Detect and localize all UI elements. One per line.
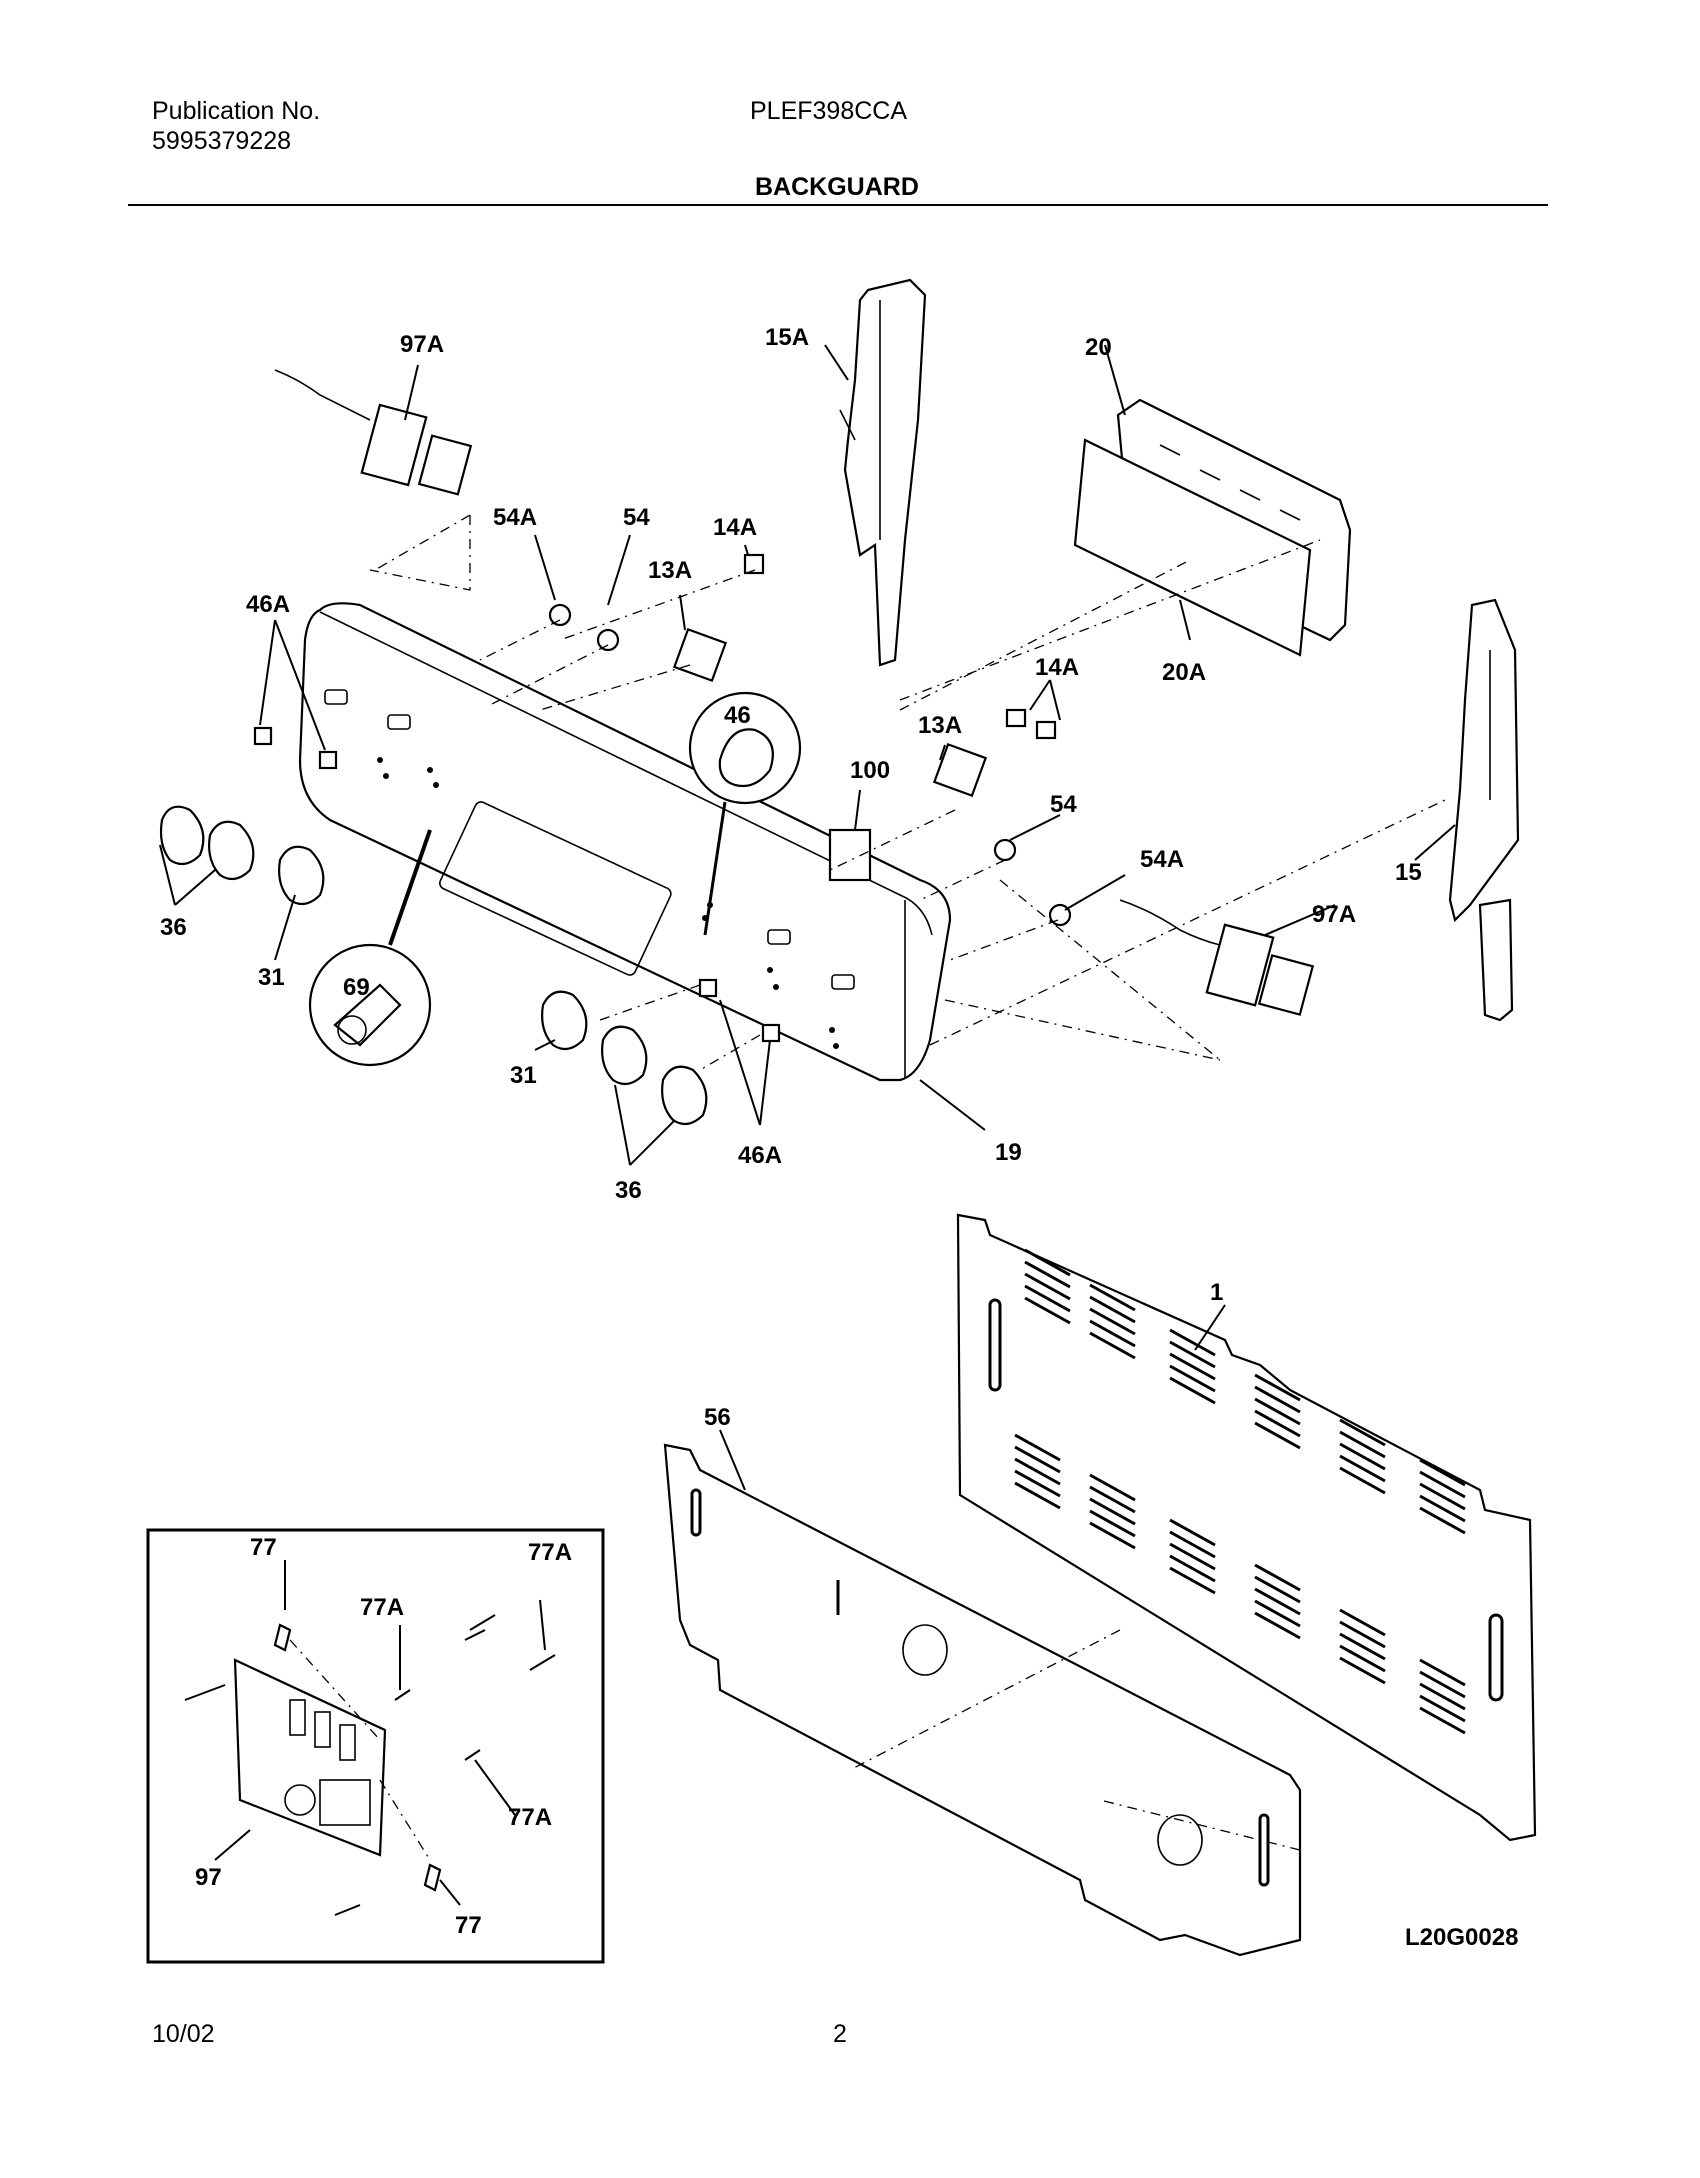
callout-15A: 15A: [765, 324, 809, 351]
drawing-code: L20G0028: [1405, 1924, 1518, 1951]
callout-97A-top: 97A: [400, 331, 444, 358]
callout-14A-top: 14A: [713, 514, 757, 541]
callout-labels: 97A 15A 20 54A 54 14A 13A 46A 20A 46 14A…: [160, 324, 1518, 1951]
harness-board-97A-mid: [1119, 899, 1315, 1016]
callout-13A-mid: 13A: [918, 712, 962, 739]
callout-54-top: 54: [623, 504, 650, 531]
publication-info: Publication No. 5995379228: [152, 96, 320, 156]
callout-56: 56: [704, 1404, 731, 1431]
harness-board-97A-top: [274, 369, 473, 496]
callout-20A: 20A: [1162, 659, 1206, 686]
inset-detail-box: [146, 1528, 605, 1964]
control-board-97: [233, 1658, 387, 1857]
vent-louvers: [1014, 1248, 1466, 1735]
callout-54-mid: 54: [1050, 791, 1077, 818]
callout-1: 1: [1210, 1279, 1223, 1306]
callout-19: 19: [995, 1139, 1022, 1166]
callout-77-top: 77: [250, 1534, 277, 1561]
knob-36-d: [661, 1065, 708, 1126]
callout-77-bottom: 77: [455, 1912, 482, 1939]
electronic-control-20: [1073, 398, 1352, 657]
publication-number: 5995379228: [152, 127, 292, 155]
knob-31-bottom: [541, 990, 588, 1051]
callout-54A-mid: 54A: [1140, 846, 1184, 873]
callout-97: 97: [195, 1864, 222, 1891]
callout-36-bottom: 36: [615, 1177, 642, 1204]
side-trim-15A: [839, 278, 927, 667]
detail-circle-46: [688, 691, 802, 805]
side-trim-15: [1448, 598, 1520, 1022]
control-panel-19: [298, 602, 952, 1082]
leader-lines: [159, 344, 1456, 1491]
callout-15: 15: [1395, 859, 1422, 886]
knobs: [159, 805, 708, 1126]
publication-date: 10/02: [152, 2020, 215, 2048]
callout-46A-left: 46A: [246, 591, 290, 618]
callout-31-left: 31: [258, 964, 285, 991]
knob-36-b: [208, 820, 255, 881]
callout-46: 46: [724, 702, 751, 729]
callout-20: 20: [1085, 334, 1112, 361]
switches-and-controls: [253, 553, 1072, 1043]
page-number: 2: [833, 2020, 847, 2048]
callout-77A-low: 77A: [508, 1804, 552, 1831]
callout-36-left: 36: [160, 914, 187, 941]
knob-31-left: [278, 845, 325, 906]
callout-46A-bottom: 46A: [738, 1142, 782, 1169]
callout-77A-mid: 77A: [360, 1594, 404, 1621]
alignment-lines: [369, 514, 1446, 1851]
model-number: PLEF398CCA: [750, 97, 908, 125]
header-divider: [128, 204, 1548, 206]
rear-panel-1: [956, 1213, 1537, 1842]
callout-13A-top: 13A: [648, 557, 692, 584]
callout-69: 69: [343, 974, 370, 1001]
callout-100: 100: [850, 757, 890, 784]
detail-circle-69: [308, 943, 432, 1067]
callout-14A-mid: 14A: [1035, 654, 1079, 681]
callout-31-bottom: 31: [510, 1062, 537, 1089]
mounting-bracket-56: [663, 1443, 1302, 1957]
knob-36-c: [601, 1025, 648, 1086]
callout-54A-top: 54A: [493, 504, 537, 531]
callout-77A-top: 77A: [528, 1539, 572, 1566]
callout-97A-mid: 97A: [1312, 901, 1356, 928]
knob-36-a: [159, 805, 205, 866]
section-title: BACKGUARD: [755, 173, 919, 201]
publication-label: Publication No.: [152, 97, 321, 125]
